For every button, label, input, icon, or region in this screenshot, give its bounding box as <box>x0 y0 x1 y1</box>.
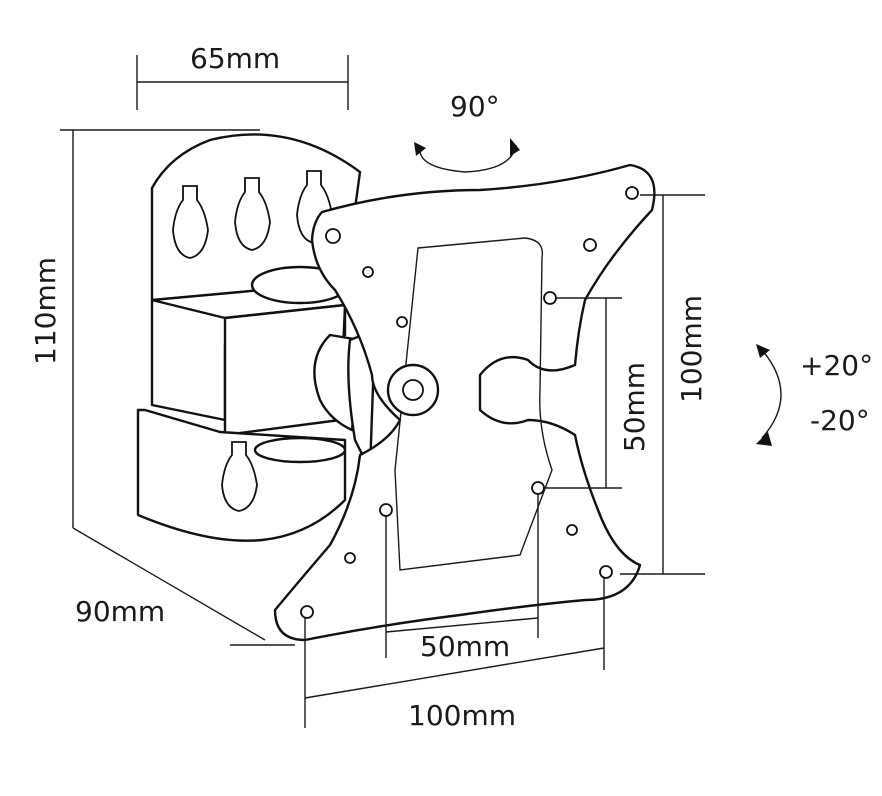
tilt-arrow-icon <box>756 344 782 446</box>
dim-90mm-lines <box>72 527 295 646</box>
rotation-arrow-icon <box>414 138 520 173</box>
dim-vesa-50-vertical <box>544 297 622 489</box>
label-90mm: 90mm <box>75 595 166 628</box>
dim-65mm-lines <box>136 55 349 110</box>
label-50mm-vertical: 50mm <box>618 361 652 453</box>
label-rotation: 90° <box>450 90 500 123</box>
label-tilt-down: -20° <box>810 404 870 437</box>
label-110mm: 110mm <box>29 257 62 365</box>
label-tilt-up: +20° <box>800 349 874 382</box>
dim-vesa-100-horizontal <box>304 578 605 728</box>
dim-vesa-50-horizontal <box>385 494 539 658</box>
label-100mm-vertical: 100mm <box>675 295 708 403</box>
vesa-plate <box>273 163 656 642</box>
label-65mm: 65mm <box>190 42 281 75</box>
label-100mm-horizontal: 100mm <box>408 699 516 732</box>
dim-vesa-100-vertical <box>620 194 705 575</box>
label-50mm-horizontal: 50mm <box>420 630 511 663</box>
dim-110mm-lines <box>60 129 260 528</box>
